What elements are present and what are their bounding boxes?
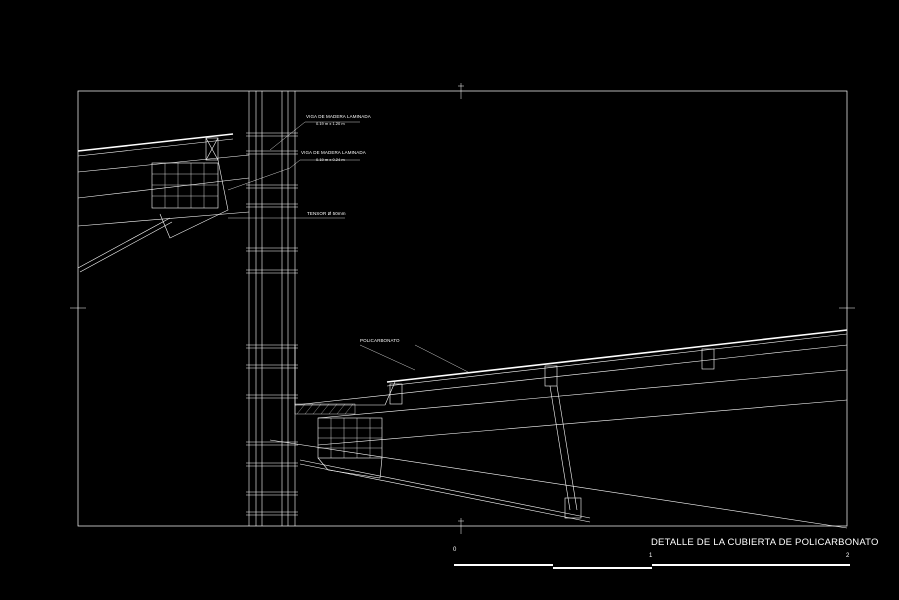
timber-column — [246, 91, 298, 526]
label-viga-2-title: VIGA DE MADERA LAMINADA — [301, 150, 366, 155]
upper-roof-section — [77, 121, 360, 273]
lower-roof-section — [269, 329, 848, 529]
drawing-title: DETALLE DE LA CUBIERTA DE POLICARBONATO — [651, 537, 879, 548]
label-viga-1-title: VIGA DE MADERA LAMINADA — [306, 114, 371, 119]
label-tensor: TENSOR Ø 50mm — [307, 211, 346, 216]
scale-tick-0: 0 — [453, 547, 457, 553]
label-viga-2-dim: 0.19 m x 0.24 m — [316, 157, 345, 162]
scale-tick-2: 2 — [846, 553, 850, 559]
label-policarbonato: POLICARBONATO — [360, 338, 400, 343]
scale-tick-1: 1 — [649, 553, 653, 559]
label-viga-1-dim: 0.19 m x 1.20 m — [316, 121, 345, 126]
scale-bar — [454, 560, 850, 570]
scale-bar-segment — [553, 567, 652, 569]
frame-center-markers — [70, 83, 855, 534]
drawing-frame — [77, 90, 848, 527]
scale-bar-segment — [454, 564, 553, 566]
scale-bar-segment — [652, 564, 850, 566]
